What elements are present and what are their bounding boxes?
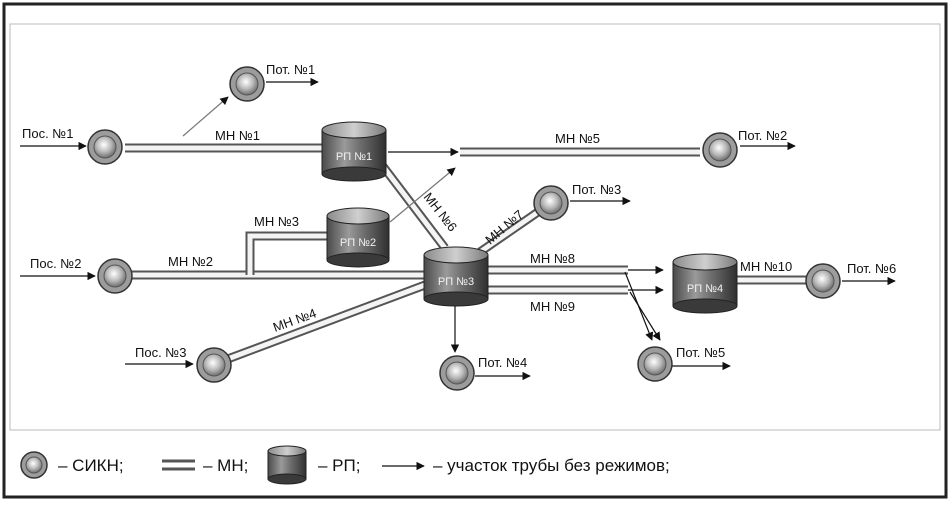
legend-sikn-text: – СИКН; (58, 456, 124, 475)
rp2-label: РП №2 (340, 237, 376, 249)
pipe-label-mn9: МН №9 (530, 299, 575, 314)
rp4-label: РП №4 (687, 283, 723, 295)
pipe-label-mn1: МН №1 (215, 128, 260, 143)
pipe-label-mn10: МН №10 (740, 259, 792, 274)
sikn-pot4 (439, 355, 475, 391)
sikn-pos2 (97, 258, 133, 294)
tank-rp1: РП №1 (321, 121, 387, 182)
sikn-pot1 (229, 66, 265, 102)
sikn-pot2 (702, 132, 738, 168)
segments (20, 77, 896, 381)
diagram-panel (9, 23, 941, 431)
source-label-pos1: Пос. №1 (22, 126, 73, 141)
legend-mn-text: – МН; (203, 456, 248, 475)
sikn-pot6 (805, 263, 841, 299)
source-label-pos2: Пос. №2 (30, 256, 81, 271)
legend-rp-text: – РП; (318, 456, 360, 475)
sikn-pos3 (196, 347, 232, 383)
tank-rp2: РП №2 (326, 207, 390, 268)
legend-mn-icon (162, 459, 195, 471)
tank-rp3: РП №3 (423, 246, 489, 307)
consumer-label-pot4: Пот. №4 (478, 355, 527, 370)
sikn-pot5 (637, 346, 673, 382)
pipe-mn3 (245, 231, 328, 275)
pipe-mn4 (223, 280, 427, 365)
pipelines (125, 143, 808, 365)
arrow-to-pot1 (182, 96, 229, 137)
sikn-pos1 (87, 129, 123, 165)
consumer-label-pot6: Пот. №6 (847, 261, 896, 276)
consumer-label-pot3: Пот. №3 (572, 182, 621, 197)
tank-rp4: РП №4 (672, 253, 738, 314)
pipe-mn7 (477, 208, 541, 256)
arrow-rp2-to-mn5 (389, 167, 456, 223)
rp-tanks: РП №1 РП №2 РП №3 РП №4 (321, 121, 738, 314)
pipe-label-mn5: МН №5 (555, 131, 600, 146)
rp1-label: РП №1 (336, 151, 372, 163)
legend-rp-icon (267, 445, 307, 485)
pipe-mn6 (378, 162, 449, 251)
legend-segment-text: – участок трубы без режимов; (433, 456, 670, 475)
legend-sikn-icon (20, 451, 48, 479)
source-label-pos3: Пос. №3 (135, 345, 186, 360)
pipe-label-mn8: МН №8 (530, 251, 575, 266)
sikn-units (87, 66, 841, 391)
legend: – СИКН; – МН; – РП; – участок трубы без … (20, 445, 670, 485)
rp3-label: РП №3 (438, 276, 474, 288)
consumer-label-pot1: Пот. №1 (266, 62, 315, 77)
pipe-label-mn3: МН №3 (254, 214, 299, 229)
pipe-label-mn2: МН №2 (168, 254, 213, 269)
consumer-label-pot5: Пот. №5 (676, 345, 725, 360)
arrow-mn9-to-pot5 (629, 291, 661, 341)
consumer-label-pot2: Пот. №2 (738, 128, 787, 143)
sikn-pot3 (533, 185, 569, 221)
